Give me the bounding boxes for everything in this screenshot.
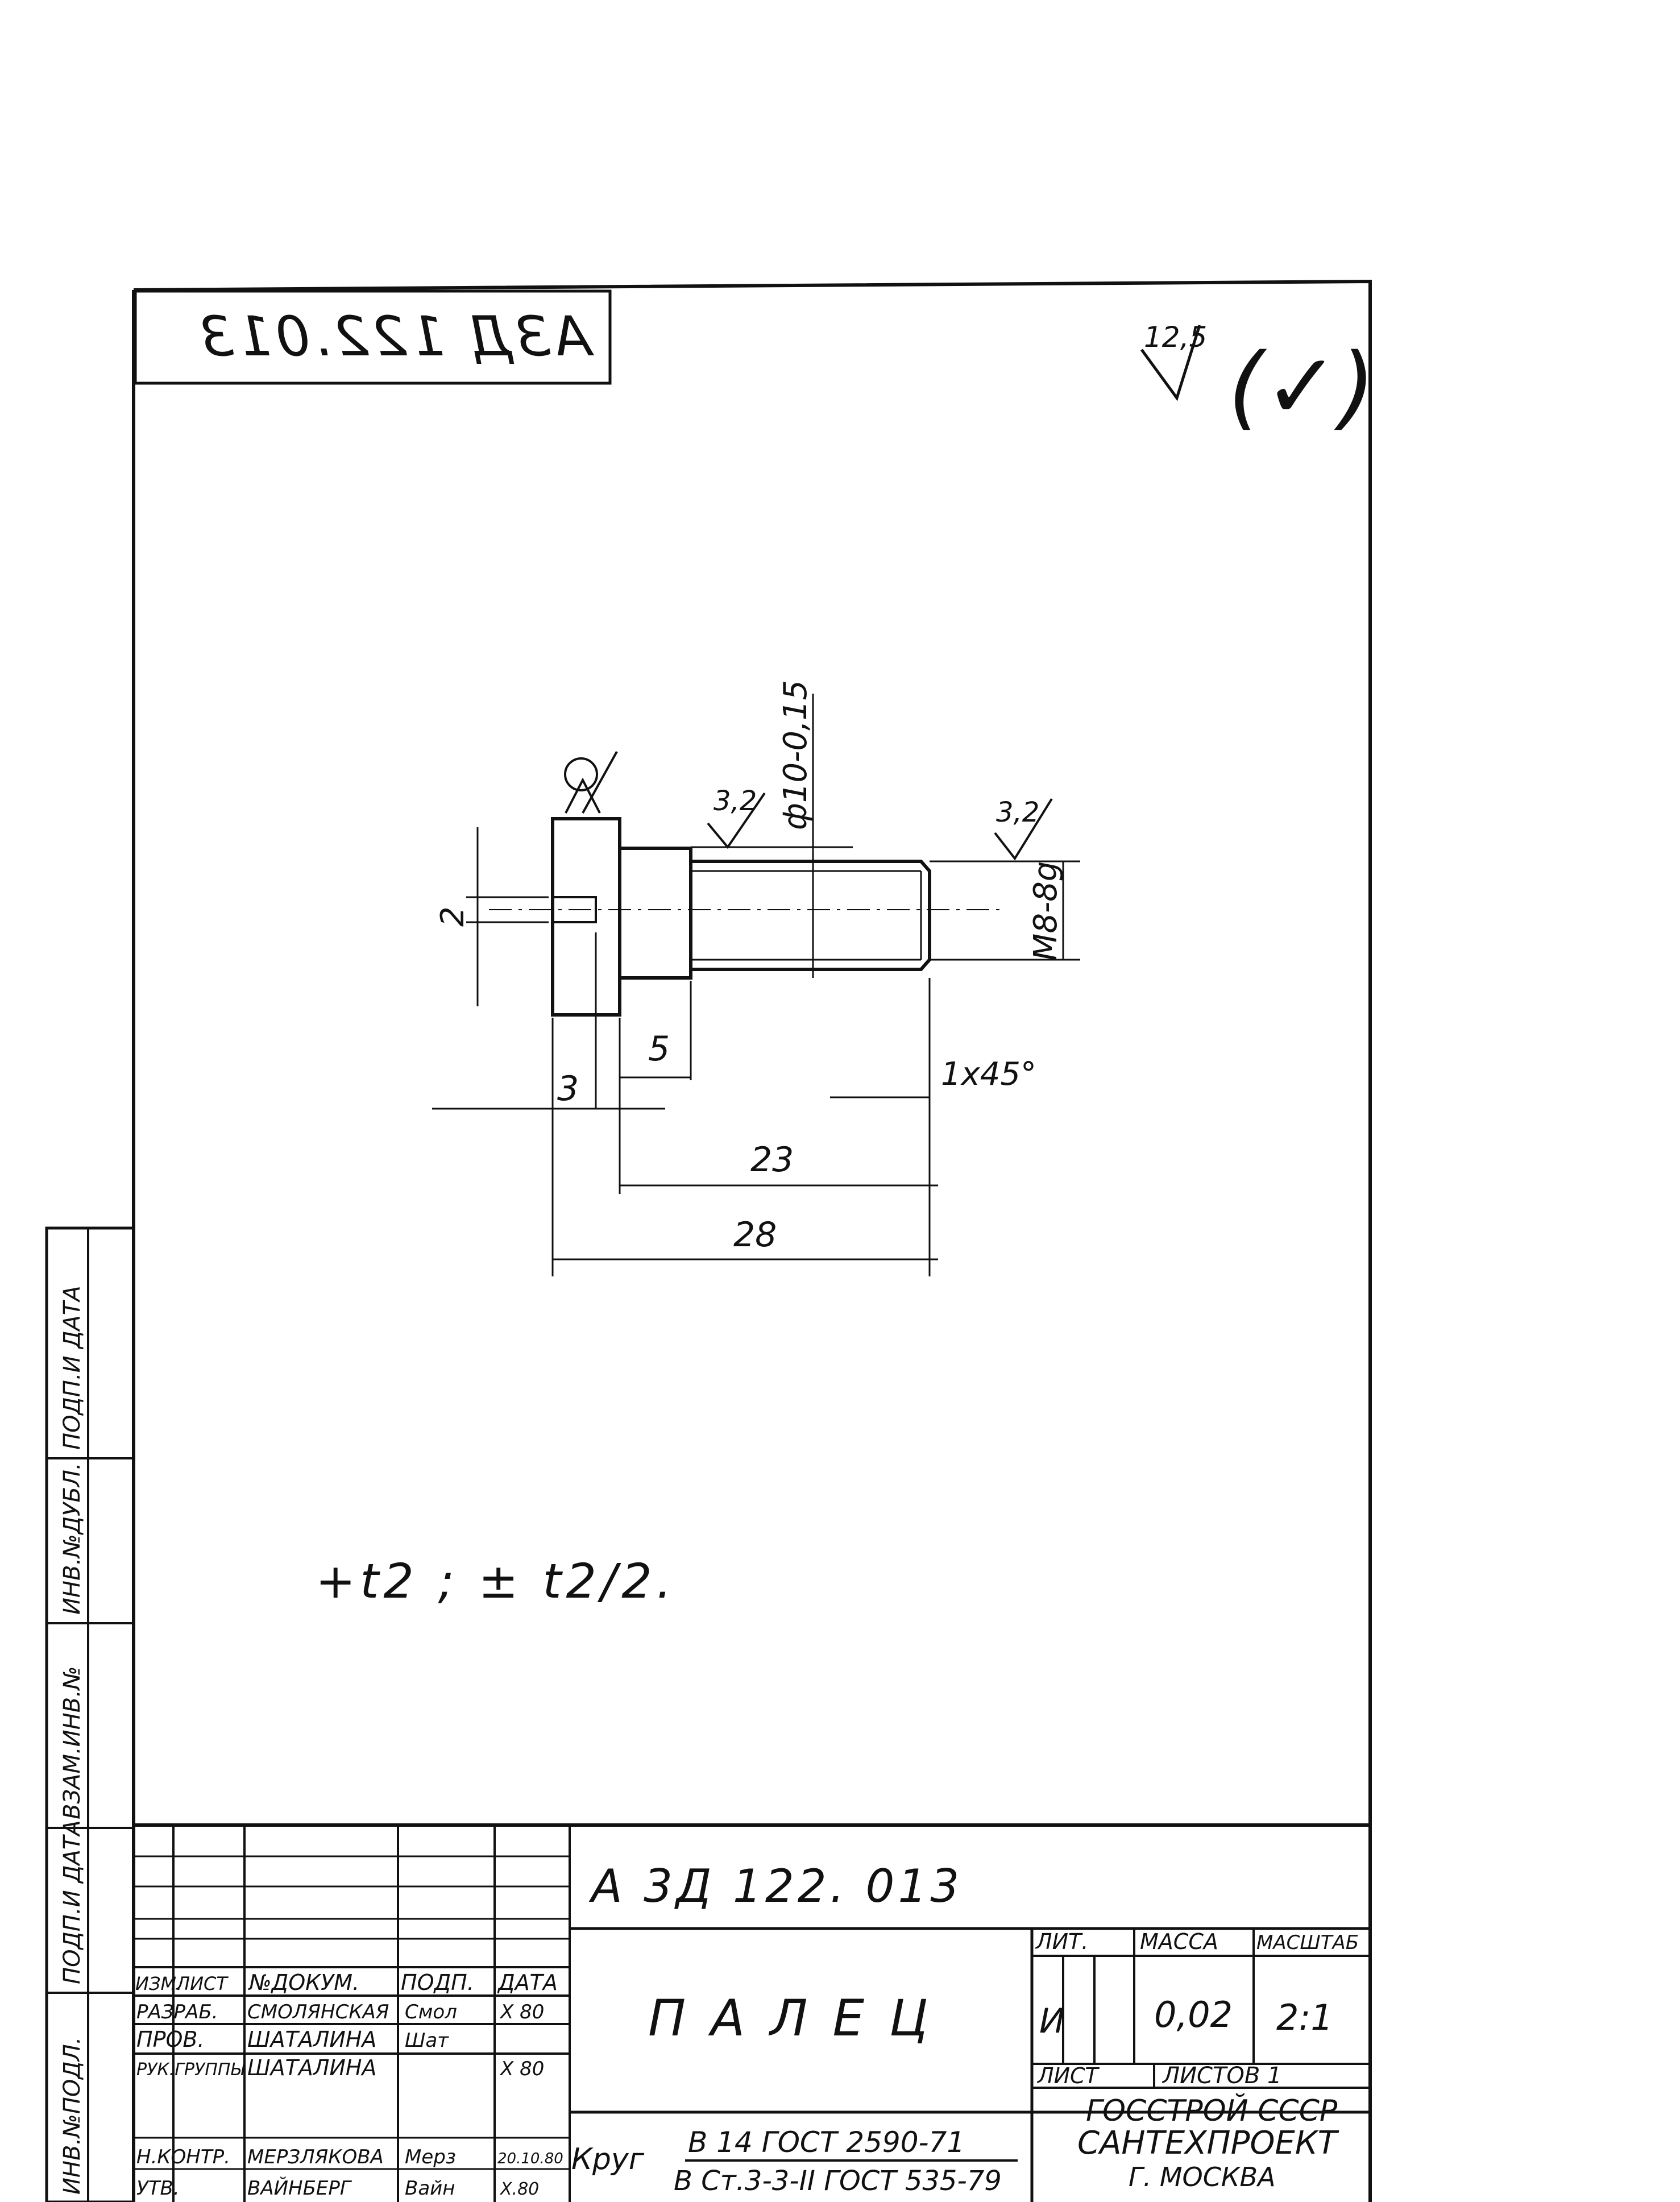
row-role: ПРОВ. xyxy=(136,2027,205,2052)
side-stamp: ИНВ.№ПОДЛ. ПОДП.И ДАТА ВЗАМ.ИНВ.№ ИНВ.№Д… xyxy=(45,1226,135,2202)
dimension-texts: ф10-0,15 М8-8g 2 3 5 1x45° 23 28 xyxy=(434,680,1064,1255)
material-bottom: В Ст.3-3-II ГОСТ 535-79 xyxy=(674,2165,1002,2197)
roughness-bracket-symbol: (✓) xyxy=(1228,333,1375,439)
org-line-2: САНТЕХПРОЕКТ xyxy=(1077,2125,1339,2162)
row-name: СМОЛЯНСКАЯ xyxy=(247,2001,389,2023)
row-role: УТВ. xyxy=(136,2177,180,2200)
dim-diameter: ф10-0,15 xyxy=(777,680,814,830)
col-header-sign: ПОДП. xyxy=(401,1970,474,1995)
col-header-date: ДАТА xyxy=(497,1970,558,1995)
mirrored-code-box: АЗД 122.013 xyxy=(134,289,612,385)
side-stamp-cell-1: ИНВ.№ПОДЛ. xyxy=(59,2037,85,2195)
roughness-value-collar: 3,2 xyxy=(714,785,757,817)
row-signature: Шат xyxy=(405,2029,449,2052)
dim-chamfer: 1x45° xyxy=(941,1056,1036,1093)
side-stamp-cell-5: ПОДП.И ДАТА xyxy=(59,1285,85,1450)
material-prefix: Круг xyxy=(571,2142,645,2176)
lit-label: ЛИТ. xyxy=(1035,1929,1088,1954)
general-roughness-symbol: 12,5 (✓) xyxy=(1140,321,1375,439)
scale-value: 2:1 xyxy=(1276,1997,1333,2038)
row-role: РАЗРАБ. xyxy=(136,2001,218,2023)
mass-label: МАССА xyxy=(1140,1929,1218,1954)
col-header-list: ЛИСТ xyxy=(176,1973,229,1994)
row-name: ШАТАЛИНА xyxy=(247,2027,376,2052)
row-signature: Вайн xyxy=(405,2177,455,2200)
scale-label: МАСШТАБ xyxy=(1256,1931,1359,1954)
row-signature: Смол xyxy=(405,2001,457,2023)
mirrored-code-text: АЗД 122.013 xyxy=(196,305,595,368)
title-block: А 3Д 122. 013 ИЗМ. ЛИСТ №ДОКУМ. ПОДП. ДА… xyxy=(134,1823,1372,2202)
row-date: X 80 xyxy=(499,2001,544,2023)
document-code: А 3Д 122. 013 xyxy=(588,1860,963,1913)
row-name: ВАЙНБЕРГ xyxy=(247,2176,352,2200)
row-date: 20.10.80 xyxy=(497,2150,563,2167)
row-role: РУК.ГРУППЫ xyxy=(136,2060,245,2080)
row-name: ШАТАЛИНА xyxy=(247,2055,376,2080)
roughness-value-thread: 3,2 xyxy=(996,797,1039,828)
lit-value: И xyxy=(1039,2001,1065,2041)
org-line-1: ГОССТРОЙ СССР xyxy=(1086,2093,1338,2128)
dim-slot-width: 2 xyxy=(434,906,471,927)
sheets-label: ЛИСТОВ 1 xyxy=(1162,2063,1281,2089)
row-name: МЕРЗЛЯКОВА xyxy=(247,2146,384,2168)
col-header-doc: №ДОКУМ. xyxy=(248,1970,359,1995)
side-stamp-cell-3: ВЗАМ.ИНВ.№ xyxy=(59,1666,85,1819)
mass-value: 0,02 xyxy=(1154,1994,1233,2035)
material-top: В 14 ГОСТ 2590-71 xyxy=(688,2126,965,2159)
row-role: Н.КОНТР. xyxy=(136,2146,230,2168)
part-name: П А Л Е Ц xyxy=(648,1989,932,2047)
row-signature: Мерз xyxy=(405,2146,456,2168)
dim-head-length: 5 xyxy=(648,1029,670,1069)
col-header-izm: ИЗМ. xyxy=(135,1973,182,1994)
org-line-3: Г. МОСКВА xyxy=(1129,2162,1276,2192)
dim-thread: М8-8g xyxy=(1027,861,1064,961)
side-stamp-cell-2: ПОДП.И ДАТА xyxy=(59,1820,85,1984)
row-date: X 80 xyxy=(499,2058,544,2080)
side-stamp-cell-4: ИНВ.№ДУБЛ. xyxy=(59,1462,85,1615)
row-date: Х.80 xyxy=(499,2179,539,2199)
dim-slot-depth: 3 xyxy=(557,1069,579,1109)
dim-shaft-length: 23 xyxy=(750,1140,794,1180)
tolerance-note: +t2 ; ± t2/2. xyxy=(316,1553,676,1609)
roughness-general-value: 12,5 xyxy=(1144,321,1207,354)
dim-total-length: 28 xyxy=(733,1215,777,1255)
surface-roughness-symbols: 3,2 3,2 xyxy=(564,751,1053,861)
part-view xyxy=(489,817,1001,1017)
sheet-label: ЛИСТ xyxy=(1036,2063,1100,2088)
dimension-lines xyxy=(432,694,1080,1276)
